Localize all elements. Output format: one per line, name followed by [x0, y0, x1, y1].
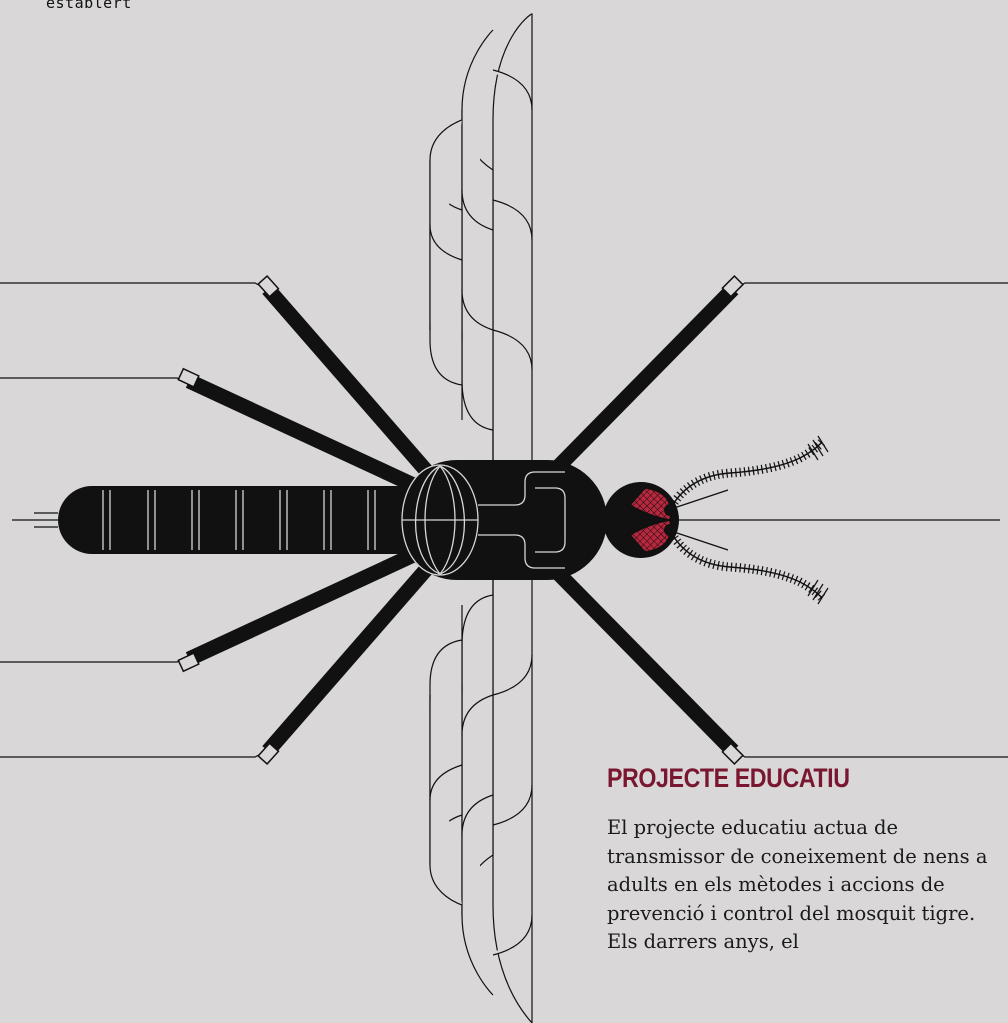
abdomen	[58, 486, 415, 554]
tail-tip	[12, 512, 58, 528]
educational-project-section: PROJECTE EDUCATIU El projecte educatiu a…	[607, 763, 1002, 957]
section-body-text: El projecte educatiu actua de transmisso…	[607, 816, 988, 953]
right-compound-eye	[628, 519, 672, 553]
thorax	[397, 460, 607, 580]
section-title: PROJECTE EDUCATIU	[607, 763, 850, 793]
top-note-text: establert	[46, 0, 132, 12]
upper-wings	[429, 13, 533, 471]
antennae	[668, 435, 829, 605]
head	[603, 482, 679, 558]
legs	[177, 274, 744, 766]
lower-wings	[429, 554, 533, 1023]
palps	[673, 489, 729, 551]
